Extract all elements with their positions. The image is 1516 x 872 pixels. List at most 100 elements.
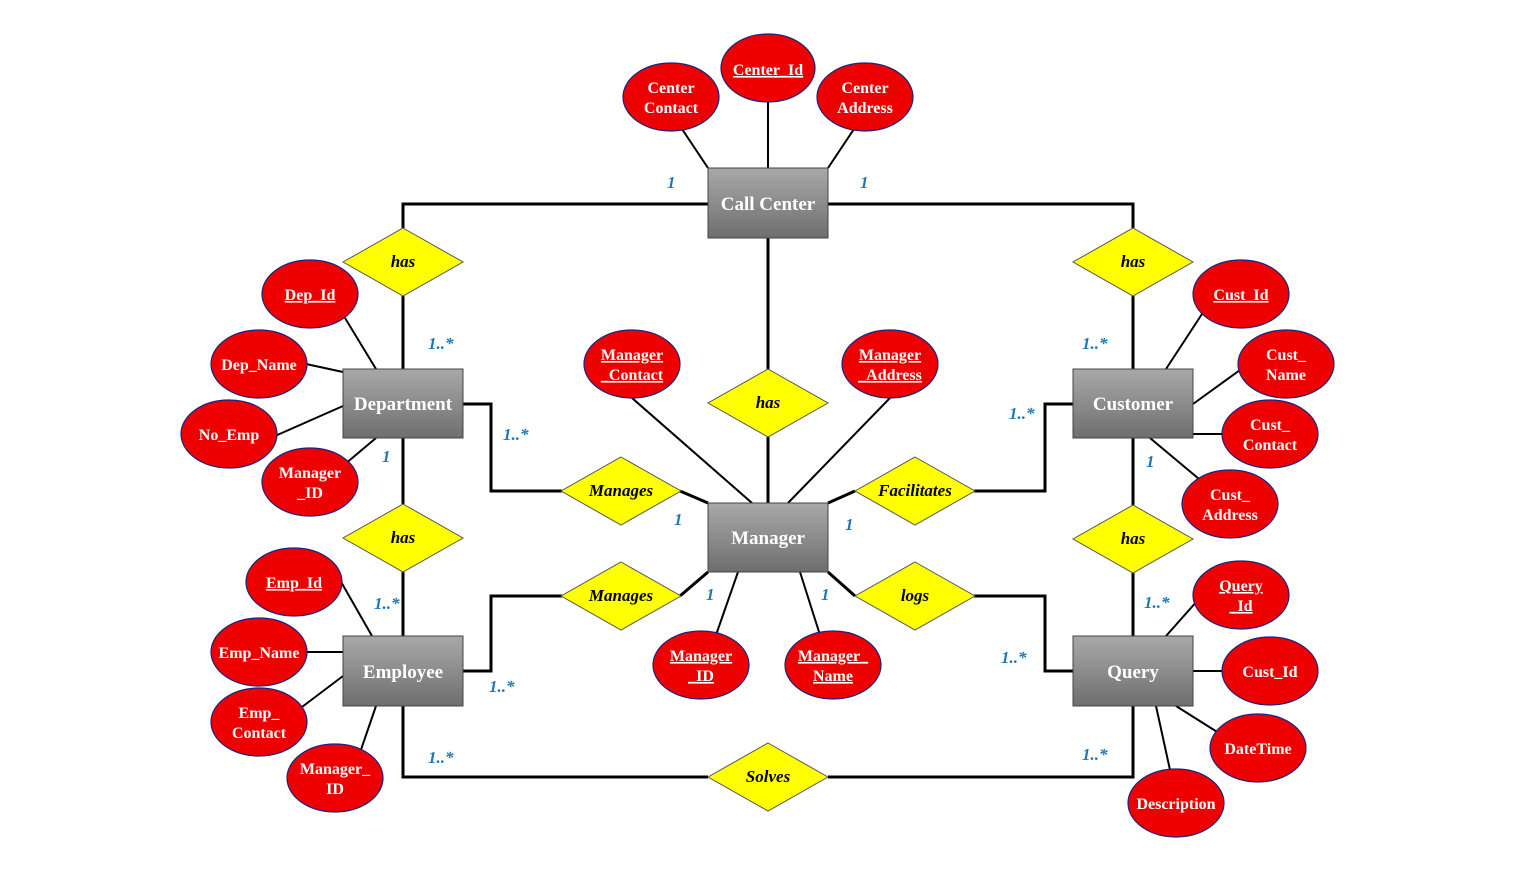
attribute-query-id: Query _Id	[1192, 560, 1290, 630]
svg-text:ID: ID	[326, 781, 344, 798]
relationship-solves: Solves	[706, 742, 830, 812]
svg-text:Emp_: Emp_	[239, 705, 281, 722]
entity-customer: Customer	[1072, 368, 1194, 439]
cardinality-query-solves: 1..*	[1082, 745, 1108, 764]
svg-text:Dep_Id: Dep_Id	[285, 287, 336, 304]
relationship-has-dep-employee: has	[341, 503, 465, 573]
svg-text:Manages: Manages	[588, 481, 654, 500]
svg-text:Name: Name	[1266, 367, 1306, 384]
svg-text:Description: Description	[1136, 796, 1215, 813]
svg-text:Center: Center	[647, 80, 694, 97]
relationship-has-cc-customer: has	[1071, 227, 1195, 297]
relationship-lines	[401, 202, 1135, 779]
entity-department: Department	[342, 368, 464, 439]
entity-call-center: Call Center	[707, 167, 829, 239]
svg-text:Cust_: Cust_	[1250, 417, 1291, 434]
relationship-has-cc-manager: has	[706, 368, 830, 438]
svg-text:No_Emp: No_Emp	[199, 427, 260, 444]
svg-text:Manager: Manager	[670, 648, 732, 665]
svg-text:Address: Address	[837, 100, 893, 117]
svg-text:Cust_Id: Cust_Id	[1213, 287, 1268, 304]
relationship-facilitates: Facilitates	[853, 456, 977, 526]
attribute-dep-manager-id: Manager _ID	[261, 447, 359, 517]
entity-query: Query	[1072, 635, 1194, 707]
attribute-center-id: Center_Id	[720, 33, 816, 103]
relationship-manages-employee: Manages	[559, 561, 683, 631]
svg-text:Solves: Solves	[746, 767, 791, 786]
svg-text:Customer: Customer	[1093, 394, 1174, 415]
svg-text:Contact: Contact	[644, 100, 699, 117]
svg-text:DateTime: DateTime	[1224, 741, 1291, 758]
attribute-cust-contact: Cust_ Contact	[1221, 399, 1319, 469]
cardinality-cust-facilitates: 1..*	[1009, 404, 1035, 423]
svg-text:has: has	[756, 393, 781, 412]
svg-text:Name: Name	[813, 668, 853, 685]
attribute-query-cust-id: Cust_Id	[1221, 636, 1319, 706]
attribute-emp-contact: Emp_ Contact	[210, 687, 308, 757]
relationship-manages-department: Manages	[559, 456, 683, 526]
svg-text:has: has	[391, 528, 416, 547]
svg-text:Emp_Id: Emp_Id	[266, 575, 322, 592]
attribute-no-emp: No_Emp	[180, 399, 278, 469]
cardinality-mgr-facilitates: 1	[845, 515, 854, 534]
cardinality-dep-has: 1..*	[428, 334, 454, 353]
attribute-emp-manager-id: Manager_ ID	[286, 743, 384, 813]
svg-text:has: has	[1121, 252, 1146, 271]
svg-text:Emp_Name: Emp_Name	[219, 645, 300, 662]
svg-text:Manages: Manages	[588, 586, 654, 605]
svg-text:Center_Id: Center_Id	[733, 62, 803, 79]
relationship-logs: logs	[853, 561, 977, 631]
attribute-center-address: Center Address	[816, 62, 914, 132]
attribute-emp-name: Emp_Name	[210, 617, 308, 687]
svg-text:logs: logs	[901, 586, 930, 605]
cardinality-labels: 1 1 1..* 1..* 1 1..* 1..* 1..* 1..* 1..*…	[374, 173, 1170, 767]
attribute-manager-name: Manager_ Name	[784, 630, 882, 700]
svg-text:Contact: Contact	[1243, 437, 1298, 454]
cardinality-query-logs: 1..*	[1001, 648, 1027, 667]
svg-text:Query: Query	[1219, 578, 1263, 595]
attribute-dep-name: Dep_Name	[210, 329, 308, 399]
attribute-cust-address: Cust_ Address	[1181, 469, 1279, 539]
attribute-emp-id: Emp_Id	[245, 547, 343, 617]
cardinality-dep-emp-one: 1	[382, 447, 391, 466]
attribute-datetime: DateTime	[1209, 713, 1307, 783]
cardinality-query-has: 1..*	[1144, 593, 1170, 612]
svg-text:Contact: Contact	[232, 725, 287, 742]
attribute-cust-id: Cust_Id	[1192, 259, 1290, 329]
svg-text:Cust_: Cust_	[1210, 487, 1251, 504]
attribute-cust-name: Cust_ Name	[1237, 329, 1335, 399]
attribute-manager-address: Manager _Address	[841, 329, 939, 399]
cardinality-mgr-manages-emp: 1	[706, 585, 715, 604]
svg-text:_ID: _ID	[296, 485, 323, 502]
svg-text:Department: Department	[354, 394, 453, 415]
svg-text:Manager: Manager	[731, 528, 805, 549]
cardinality-mgr-logs: 1	[821, 585, 830, 604]
cardinality-mgr-manages-dep: 1	[674, 510, 683, 529]
cardinality-emp-solves: 1..*	[428, 748, 454, 767]
attribute-manager-id: Manager _ID	[652, 630, 750, 700]
attribute-center-contact: Center Contact	[622, 62, 720, 132]
svg-text:Manager: Manager	[601, 347, 663, 364]
cardinality-emp-has: 1..*	[374, 594, 400, 613]
relationship-has-cc-department: has	[341, 227, 465, 297]
cardinality-cc-cust: 1	[860, 173, 869, 192]
svg-text:Center: Center	[841, 80, 888, 97]
svg-text:Address: Address	[1202, 507, 1258, 524]
entity-manager: Manager	[707, 502, 829, 573]
svg-text:Cust_Id: Cust_Id	[1242, 664, 1297, 681]
svg-text:Manager_: Manager_	[300, 761, 371, 778]
cardinality-dep-manages: 1..*	[503, 425, 529, 444]
svg-text:_Contact: _Contact	[600, 367, 664, 384]
svg-text:Query: Query	[1107, 662, 1159, 683]
cardinality-cust-query-one: 1	[1146, 452, 1155, 471]
svg-text:Call Center: Call Center	[721, 194, 816, 215]
svg-text:has: has	[391, 252, 416, 271]
svg-text:Employee: Employee	[363, 662, 443, 683]
svg-text:Facilitates: Facilitates	[877, 481, 952, 500]
attribute-manager-contact: Manager _Contact	[583, 329, 681, 399]
svg-text:_Address: _Address	[857, 367, 922, 384]
cardinality-emp-manages: 1..*	[489, 677, 515, 696]
svg-text:Manager: Manager	[859, 347, 921, 364]
cardinality-cc-dep: 1	[667, 173, 676, 192]
